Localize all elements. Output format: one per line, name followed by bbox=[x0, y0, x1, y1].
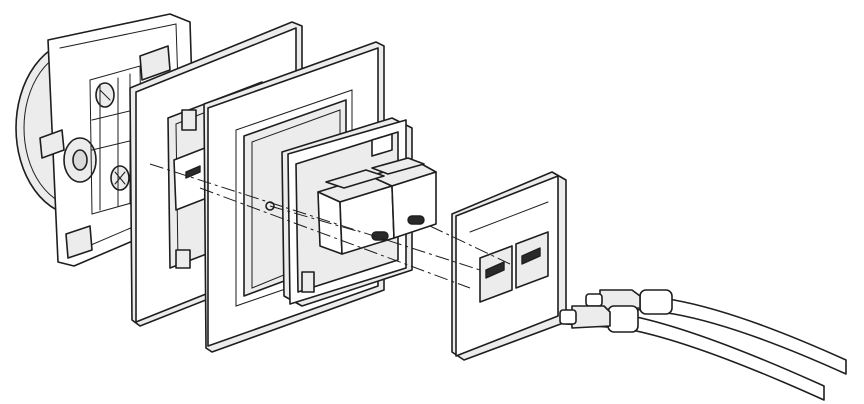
center-plate bbox=[451, 171, 567, 361]
insert-lug-bottom bbox=[301, 271, 315, 293]
plug-2-body bbox=[571, 305, 611, 329]
plug-1-tip bbox=[585, 293, 603, 307]
plug-1-grip bbox=[639, 289, 673, 315]
usb-c-insert bbox=[281, 117, 437, 307]
frame-1-clip-bottom bbox=[175, 249, 191, 269]
claw-bottom bbox=[65, 225, 93, 259]
usb-c-port-1 bbox=[371, 231, 389, 241]
plug-2-grip bbox=[607, 305, 639, 333]
plug-2-tip bbox=[559, 309, 577, 325]
frame-1-clip-top bbox=[181, 109, 197, 131]
claw-left bbox=[39, 129, 65, 159]
claw-top bbox=[139, 45, 171, 81]
module-2-face bbox=[391, 171, 437, 239]
usb-c-cables bbox=[559, 289, 847, 401]
insert-lug-top bbox=[371, 133, 393, 157]
usb-c-port-2 bbox=[407, 215, 425, 225]
alignment-lines bbox=[149, 163, 511, 289]
